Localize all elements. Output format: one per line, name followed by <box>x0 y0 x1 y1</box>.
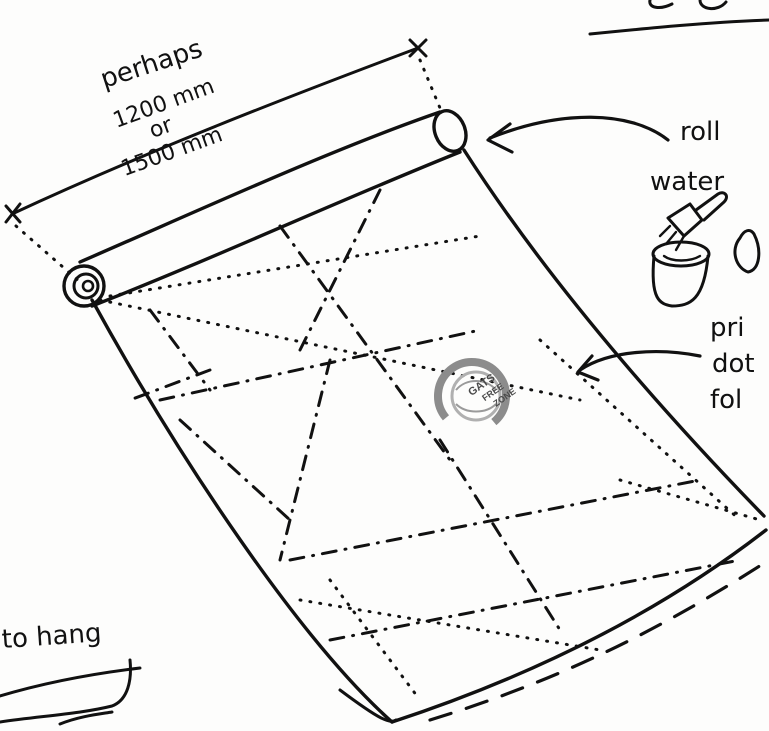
roll-arrow <box>488 117 668 152</box>
dimension-line <box>6 40 440 282</box>
note-water: water <box>650 167 724 197</box>
note-roll: roll <box>680 117 720 147</box>
spray-bottle-icon <box>735 231 759 272</box>
top-right-fragment <box>590 0 769 34</box>
paper-roll <box>64 106 472 306</box>
water-bucket-icon <box>653 242 709 306</box>
note-to-hang: to hang <box>1 618 103 655</box>
note-print: pri <box>710 313 744 343</box>
print-arrow <box>578 352 700 380</box>
table-edge <box>430 560 769 720</box>
hanging-sketch <box>0 660 140 724</box>
note-fold: fol <box>710 385 742 415</box>
gats-free-zone-logo: GATS FREE ZONE <box>424 348 520 444</box>
note-dotted: dot <box>712 349 755 379</box>
paper-sheet <box>92 150 766 722</box>
